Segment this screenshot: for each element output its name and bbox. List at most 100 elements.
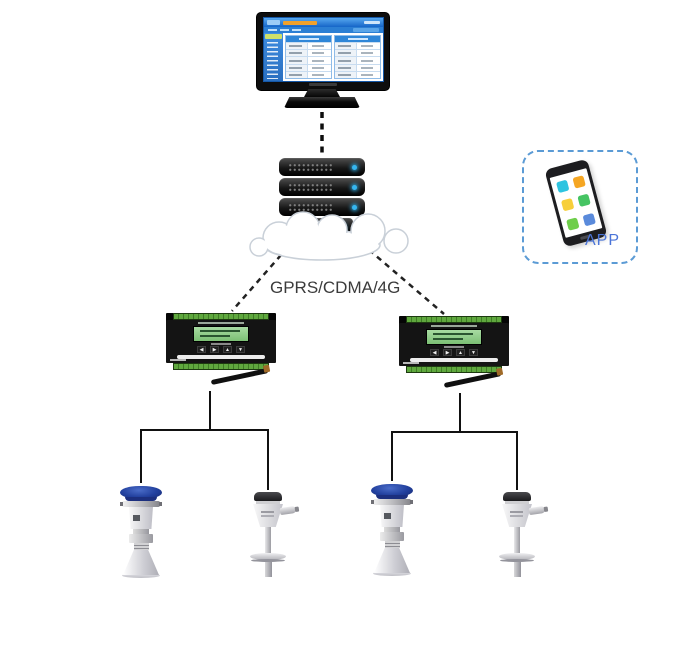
table-row bbox=[335, 56, 380, 64]
cable-gland bbox=[528, 505, 546, 516]
terminal-strip bbox=[173, 363, 269, 370]
din-clamp bbox=[501, 316, 509, 325]
table-header bbox=[335, 36, 380, 42]
rtu-button-up: ▲ bbox=[456, 349, 465, 356]
transmitter-cone bbox=[502, 504, 532, 527]
menu-item-placeholder bbox=[292, 29, 301, 31]
monitor-bezel-button bbox=[309, 83, 337, 86]
transmitter-cone bbox=[253, 504, 283, 527]
screen-data-table bbox=[334, 35, 381, 79]
table-row bbox=[286, 42, 331, 50]
ultrasonic-level-sensor-icon bbox=[117, 486, 165, 578]
rtu-keypad: ◀ ▶ ▲ ▼ bbox=[197, 346, 245, 353]
terminal-strip bbox=[173, 313, 269, 320]
din-clamp bbox=[166, 313, 174, 322]
sensor-horn bbox=[123, 550, 159, 575]
screen-body bbox=[264, 33, 383, 81]
transmitter-flange bbox=[499, 553, 535, 560]
screen-logo bbox=[267, 20, 280, 25]
rtu-button-down: ▼ bbox=[236, 346, 245, 353]
rtu-brand-placeholder bbox=[403, 362, 419, 364]
antenna-icon bbox=[443, 367, 504, 389]
transmitter-cap-band bbox=[505, 501, 529, 504]
screen-menu-bar bbox=[264, 27, 383, 33]
app-panel: APP bbox=[522, 150, 638, 264]
sensor-thread bbox=[133, 543, 149, 550]
phone-app-icon bbox=[561, 198, 575, 212]
transmitter-flange-edge bbox=[251, 559, 285, 562]
screen-title-text-placeholder bbox=[283, 20, 317, 25]
rtu-lcd-display bbox=[193, 326, 249, 342]
app-label: APP bbox=[584, 232, 620, 249]
sensor-horn-rim bbox=[373, 571, 411, 576]
server-unit-icon bbox=[279, 178, 365, 196]
din-clamp bbox=[268, 313, 276, 322]
terminal-strip bbox=[406, 366, 502, 373]
sensor-hex-nut bbox=[380, 532, 404, 541]
rtu-front-panel: ◀ ▶ ▲ ▼ bbox=[166, 320, 276, 363]
rtu-slot bbox=[410, 358, 498, 362]
transmitter-housing bbox=[238, 504, 298, 527]
temperature-transmitter-icon bbox=[487, 492, 547, 577]
terminal-strip bbox=[406, 316, 502, 323]
sensor-neck bbox=[384, 527, 400, 532]
rtu-button-left: ◀ bbox=[430, 349, 439, 356]
transmitter-cap bbox=[503, 492, 531, 501]
phone-app-icon bbox=[556, 179, 570, 194]
network-label: GPRS/CDMA/4G bbox=[270, 278, 401, 297]
monitor-screen bbox=[263, 17, 384, 82]
monitor-stand-neck bbox=[304, 89, 340, 97]
sensor-bus-right bbox=[391, 393, 518, 490]
transmitter-stem bbox=[514, 527, 520, 553]
transmitter-cap-band bbox=[256, 501, 280, 504]
rtu-slot bbox=[177, 355, 265, 359]
rtu-button-enter: ▶ bbox=[210, 346, 219, 353]
sensor-neck bbox=[133, 529, 149, 534]
transmitter-flange bbox=[250, 553, 286, 560]
sensor-cap-band bbox=[376, 495, 408, 499]
screen-data-table bbox=[285, 35, 332, 79]
server-unit-icon bbox=[279, 198, 365, 216]
sensor-cap bbox=[371, 484, 413, 497]
rtu-button-down: ▼ bbox=[469, 349, 478, 356]
menu-item-placeholder bbox=[268, 29, 277, 31]
rtu-button-enter: ▶ bbox=[443, 349, 452, 356]
rtu-label-placeholder bbox=[444, 346, 464, 348]
menu-item-placeholder bbox=[280, 29, 289, 31]
sensor-horn-rim bbox=[122, 573, 160, 578]
transmitter-flange-edge bbox=[500, 559, 534, 562]
table-header bbox=[286, 36, 331, 42]
transmitter-stem bbox=[265, 527, 271, 553]
sensor-bus-left bbox=[140, 391, 269, 490]
phone-app-icon bbox=[577, 194, 591, 208]
sensor-hex-nut bbox=[129, 534, 153, 543]
rtu-front-panel: ◀ ▶ ▲ ▼ bbox=[399, 323, 509, 366]
transmitter-cap bbox=[254, 492, 282, 501]
rtu-device-right: ◀ ▶ ▲ ▼ bbox=[399, 316, 509, 389]
table-row bbox=[286, 63, 331, 71]
phone-screen bbox=[549, 168, 603, 238]
screen-title-bar bbox=[264, 18, 383, 27]
sensor-horn bbox=[374, 548, 410, 573]
transmitter-probe bbox=[264, 562, 272, 577]
cable-gland bbox=[279, 505, 297, 516]
table-row bbox=[335, 63, 380, 71]
rtu-button-up: ▲ bbox=[223, 346, 232, 353]
sensor-cap bbox=[120, 486, 162, 499]
phone-app-icon bbox=[572, 175, 586, 189]
server-unit-icon bbox=[279, 158, 365, 176]
sensor-cap-band bbox=[125, 497, 157, 501]
rtu-brand-placeholder bbox=[170, 359, 186, 361]
server-unit-icon bbox=[291, 218, 353, 233]
table-row bbox=[286, 49, 331, 57]
rtu-lcd-display bbox=[426, 329, 482, 345]
sensor-thread bbox=[384, 541, 400, 548]
ultrasonic-level-sensor-icon bbox=[368, 484, 416, 576]
table-row bbox=[286, 70, 331, 79]
phone-app-icon bbox=[566, 217, 580, 231]
sensor-collar bbox=[371, 499, 413, 505]
sensor-collar bbox=[120, 501, 162, 507]
antenna-connector bbox=[262, 364, 271, 373]
window-controls bbox=[364, 21, 380, 24]
din-clamp bbox=[399, 316, 407, 325]
